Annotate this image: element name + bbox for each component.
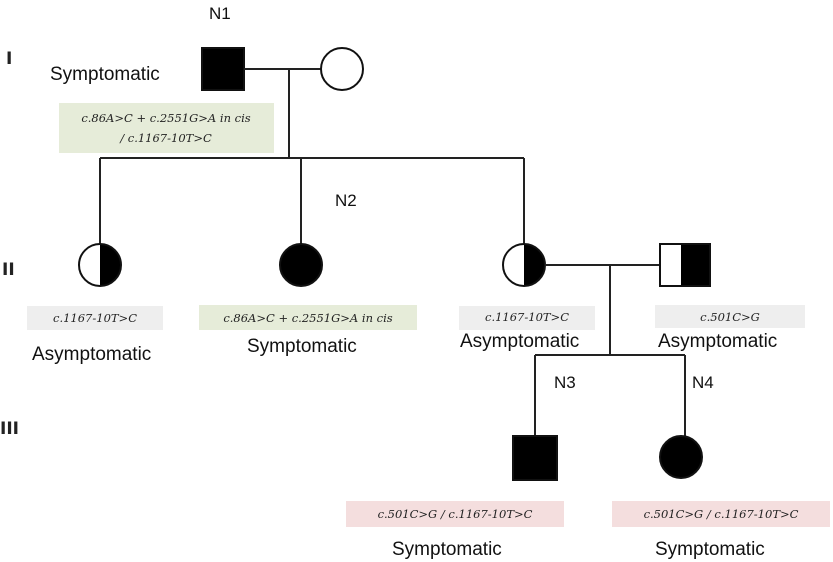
female-affected-n4 xyxy=(659,435,703,479)
male-carrier-ii4 xyxy=(659,243,711,287)
status-ii4: Asymptomatic xyxy=(658,331,777,352)
generation-label-2: II xyxy=(2,260,15,280)
status-n4: Symptomatic xyxy=(655,539,765,560)
genotype-n3: c.501C>G / c.1167-10T>C xyxy=(378,507,533,521)
male-affected-n3 xyxy=(512,435,558,481)
status-n1: Symptomatic xyxy=(50,64,160,85)
genotype-ii1: c.1167-10T>C xyxy=(53,311,137,325)
genotype-n1-line2: / c.1167-10T>C xyxy=(119,131,212,145)
genotype-n1-line1: c.86A>C + c.2551G>A in cis xyxy=(81,111,250,125)
genotype-ii4: c.501C>G xyxy=(700,310,760,324)
genotype-box-n2 xyxy=(199,305,417,330)
genotype-box-ii3 xyxy=(459,306,595,330)
generation-label-3: III xyxy=(0,419,19,439)
status-ii3: Asymptomatic xyxy=(460,331,579,352)
generation-label-1: I xyxy=(6,49,12,69)
genotype-n4: c.501C>G / c.1167-10T>C xyxy=(644,507,799,521)
male-affected-n1 xyxy=(201,47,245,91)
genotype-box-n1 xyxy=(59,103,274,153)
genotype-box-ii1 xyxy=(27,306,163,330)
female-affected-n2 xyxy=(279,243,323,287)
status-n3: Symptomatic xyxy=(392,539,502,560)
genotype-box-n3 xyxy=(346,501,564,527)
genotype-n2: c.86A>C + c.2551G>A in cis xyxy=(223,311,392,325)
status-ii1: Asymptomatic xyxy=(32,344,151,365)
female-carrier-ii1 xyxy=(78,243,122,287)
id-label-n3: N3 xyxy=(554,373,576,392)
id-label-n1: N1 xyxy=(209,4,231,23)
carrier-half-fill-ii3 xyxy=(524,244,545,286)
genotype-ii3: c.1167-10T>C xyxy=(485,310,569,324)
id-label-n4: N4 xyxy=(692,373,714,392)
status-n2: Symptomatic xyxy=(247,336,357,357)
carrier-half-fill-ii4 xyxy=(681,244,710,286)
genotype-box-n4 xyxy=(612,501,830,527)
female-unaffected-i2 xyxy=(320,47,364,91)
id-label-n2: N2 xyxy=(335,191,357,210)
genotype-box-ii4 xyxy=(655,305,805,328)
carrier-half-fill-ii1 xyxy=(100,244,121,286)
